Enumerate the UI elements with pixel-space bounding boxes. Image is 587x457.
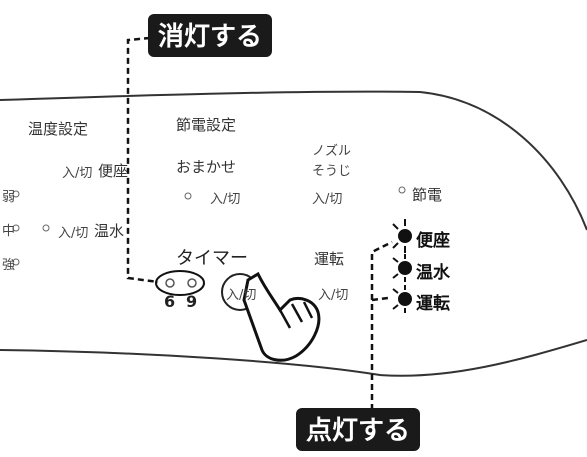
col2-dot [184, 192, 192, 200]
indicator-glow-1 [392, 219, 412, 253]
leader-bottom-branch [371, 296, 389, 302]
left-edge-label-2: 中 [2, 224, 16, 239]
omakase-label: おまかせ [176, 158, 237, 176]
hand-icon [242, 271, 321, 362]
left-edge-label-3: 強 [2, 258, 16, 273]
seat-switch-label: 入/切 [62, 166, 93, 181]
timer-button[interactable]: 入/切 [226, 288, 257, 303]
operation-switch-label: 入/切 [318, 288, 349, 303]
indicator-operation: 運転 [416, 294, 450, 314]
timer-led-oval [155, 270, 205, 296]
panel-bottom-edge [0, 339, 587, 377]
cleaning-label: そうじ [312, 164, 352, 179]
temperature-setting-label: 温度設定 [28, 120, 89, 138]
left-dot-3 [12, 258, 20, 266]
leader-bottom [370, 240, 393, 410]
callout-on: 点灯する [296, 408, 421, 451]
timer-led-6 [165, 278, 175, 288]
water-label: 温水 [94, 222, 125, 240]
callout-off: 消灯する [148, 14, 273, 57]
leader-top [126, 36, 159, 284]
timer-9-label: 9 [186, 292, 198, 311]
left-dot-2 [12, 224, 20, 232]
left-dot-1 [12, 190, 20, 198]
water-switch-label: 入/切 [58, 226, 89, 241]
nozzle-label: ノズル [312, 144, 352, 159]
indicator-seat: 便座 [416, 231, 450, 251]
col2-switch-label: 入/切 [210, 192, 241, 207]
timer-6-label: 6 [164, 292, 176, 311]
left-edge-label-1: 弱 [2, 190, 16, 205]
left-dot-4 [42, 224, 50, 232]
col3-switch-label: 入/切 [312, 192, 343, 207]
timer-led-9 [187, 278, 197, 288]
timer-label: タイマー [176, 248, 248, 269]
seat-label: 便座 [98, 162, 129, 180]
indicator-water: 温水 [416, 263, 450, 283]
panel-outline [0, 90, 587, 231]
indicator-glow-2 [392, 254, 412, 282]
indicator-glow-3 [392, 285, 412, 313]
power-saving-indicator-label: 節電 [412, 186, 443, 204]
operation-label: 運転 [314, 250, 345, 268]
power-saving-setting-label: 節電設定 [176, 116, 237, 134]
setsuden-dot [398, 186, 406, 194]
